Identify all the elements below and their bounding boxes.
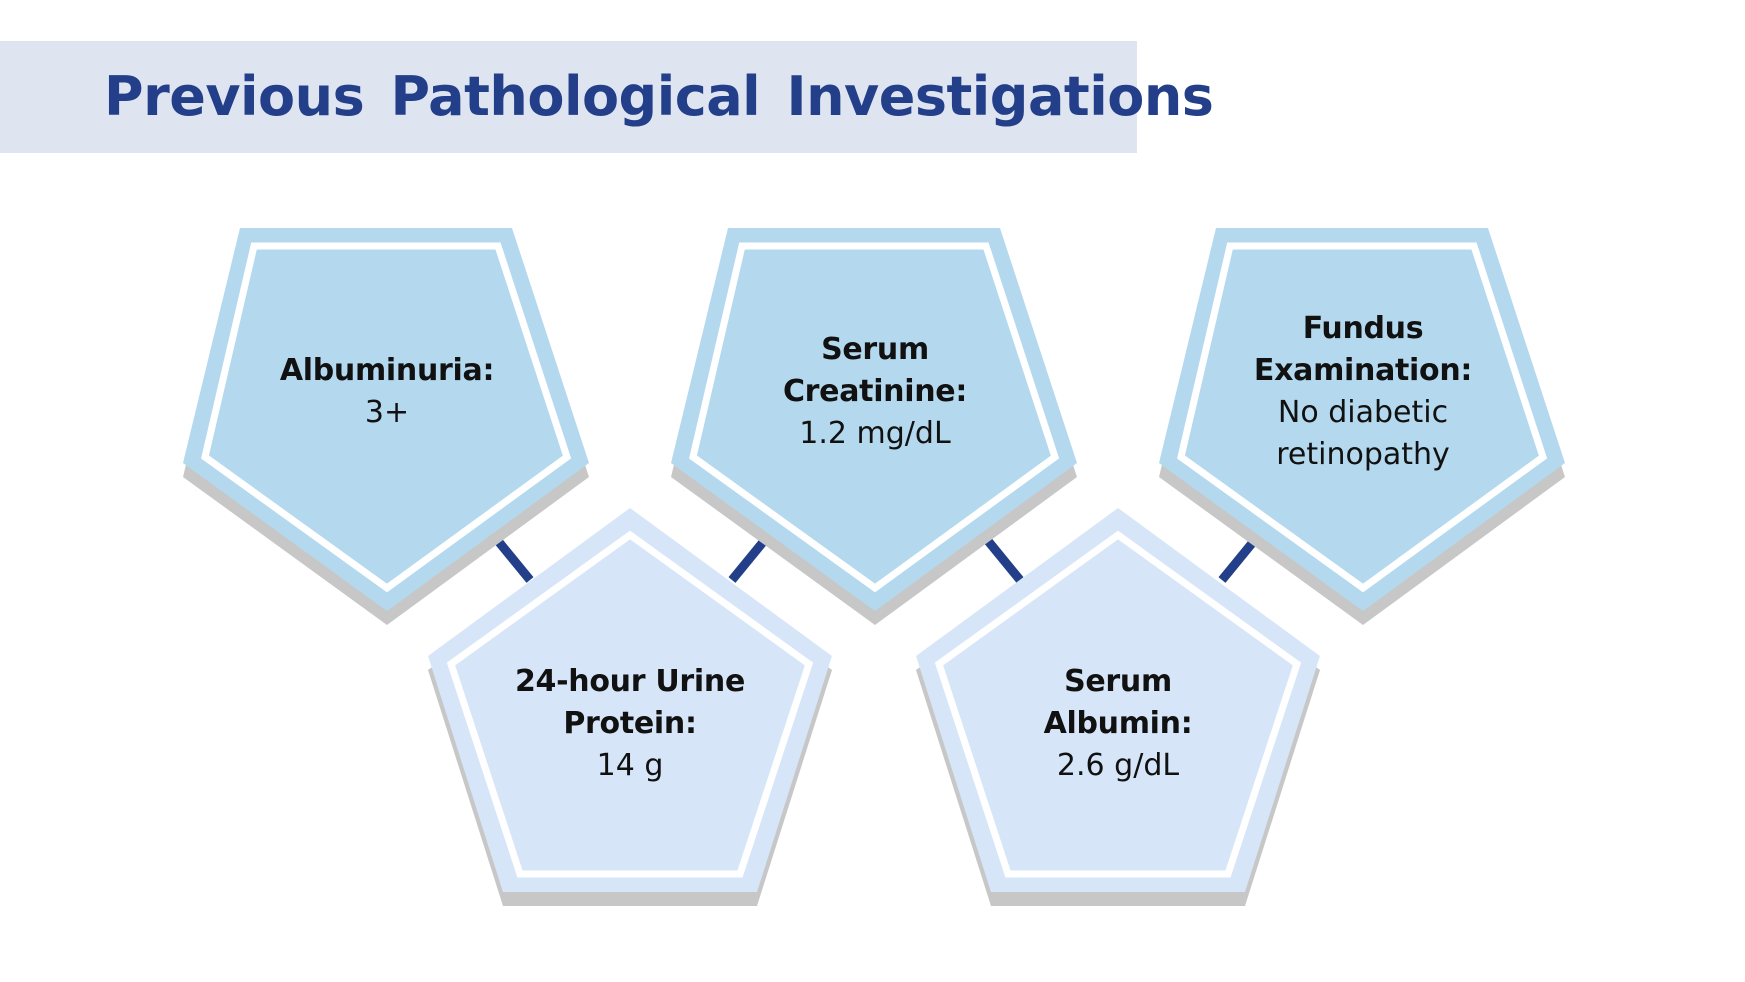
label-urine-protein: 24-hour Urine Protein: 14 g (480, 661, 780, 787)
label-albuminuria: Albuminuria: 3+ (237, 350, 537, 434)
albuminuria-value: 3+ (364, 395, 410, 430)
serum-albumin-value: 2.6 g/dL (1056, 748, 1180, 783)
page-title: Previous Pathological Investigations (104, 65, 1214, 128)
label-serum-albumin: Serum Albumin: 2.6 g/dL (968, 661, 1268, 787)
serum-albumin-heading-line2: Albumin: (1043, 706, 1193, 741)
serum-albumin-heading-line1: Serum (1064, 664, 1172, 699)
urine-protein-heading-line2: Protein: (563, 706, 697, 741)
label-serum-creatinine: Serum Creatinine: 1.2 mg/dL (725, 329, 1025, 455)
fundus-heading-line2: Examination: (1253, 353, 1473, 388)
fundus-value-line2: retinopathy (1276, 437, 1450, 472)
pentagon-fundus-examination (1159, 228, 1565, 625)
title-band: Previous Pathological Investigations (0, 41, 1214, 153)
connector-3-4 (980, 533, 1024, 583)
pentagon-serum-albumin (916, 508, 1320, 906)
serum-creatinine-value: 1.2 mg/dL (799, 416, 951, 451)
fundus-value-line1: No diabetic (1277, 395, 1449, 430)
label-fundus-examination: Fundus Examination: No diabetic retinopa… (1213, 308, 1513, 476)
urine-protein-value: 14 g (596, 748, 664, 783)
connector-1-2 (490, 533, 534, 583)
serum-creatinine-heading-line2: Creatinine: (782, 374, 968, 409)
connector-2-3 (728, 533, 772, 583)
pentagon-albuminuria (183, 228, 589, 625)
fundus-heading-line1: Fundus (1302, 311, 1424, 346)
urine-protein-heading-line1: 24-hour Urine (514, 664, 745, 699)
pentagon-serum-creatinine (671, 228, 1077, 625)
serum-creatinine-heading-line1: Serum (821, 332, 929, 367)
pentagon-urine-protein (428, 508, 832, 906)
albuminuria-heading: Albuminuria: (279, 353, 495, 388)
